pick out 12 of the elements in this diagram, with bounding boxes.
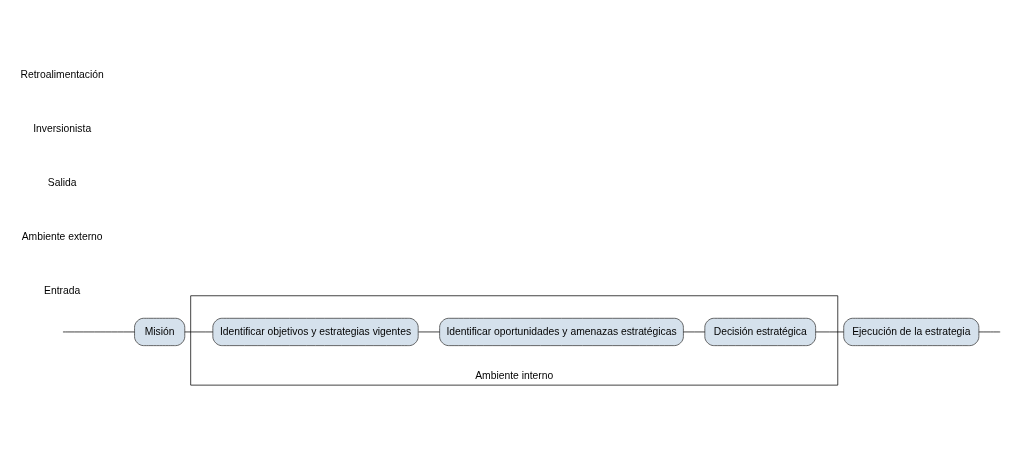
node-box: Identificar oportunidades y amenazas estratégicas (439, 317, 684, 346)
node-box: Ejecución de la estrategia (843, 317, 980, 346)
label: Ambiente externo (21, 231, 103, 243)
node-box: Decisión estratégica (704, 317, 816, 346)
label: Salida (47, 177, 77, 189)
label: Entrada (44, 285, 81, 297)
label: Inversionista (33, 123, 92, 135)
connector (184, 331, 214, 333)
label: Retroalimentación (20, 69, 104, 81)
node-box: Identificar objetivos y estrategias vigentes (212, 317, 419, 346)
node-box: Misión (134, 317, 186, 346)
connector (815, 331, 844, 333)
